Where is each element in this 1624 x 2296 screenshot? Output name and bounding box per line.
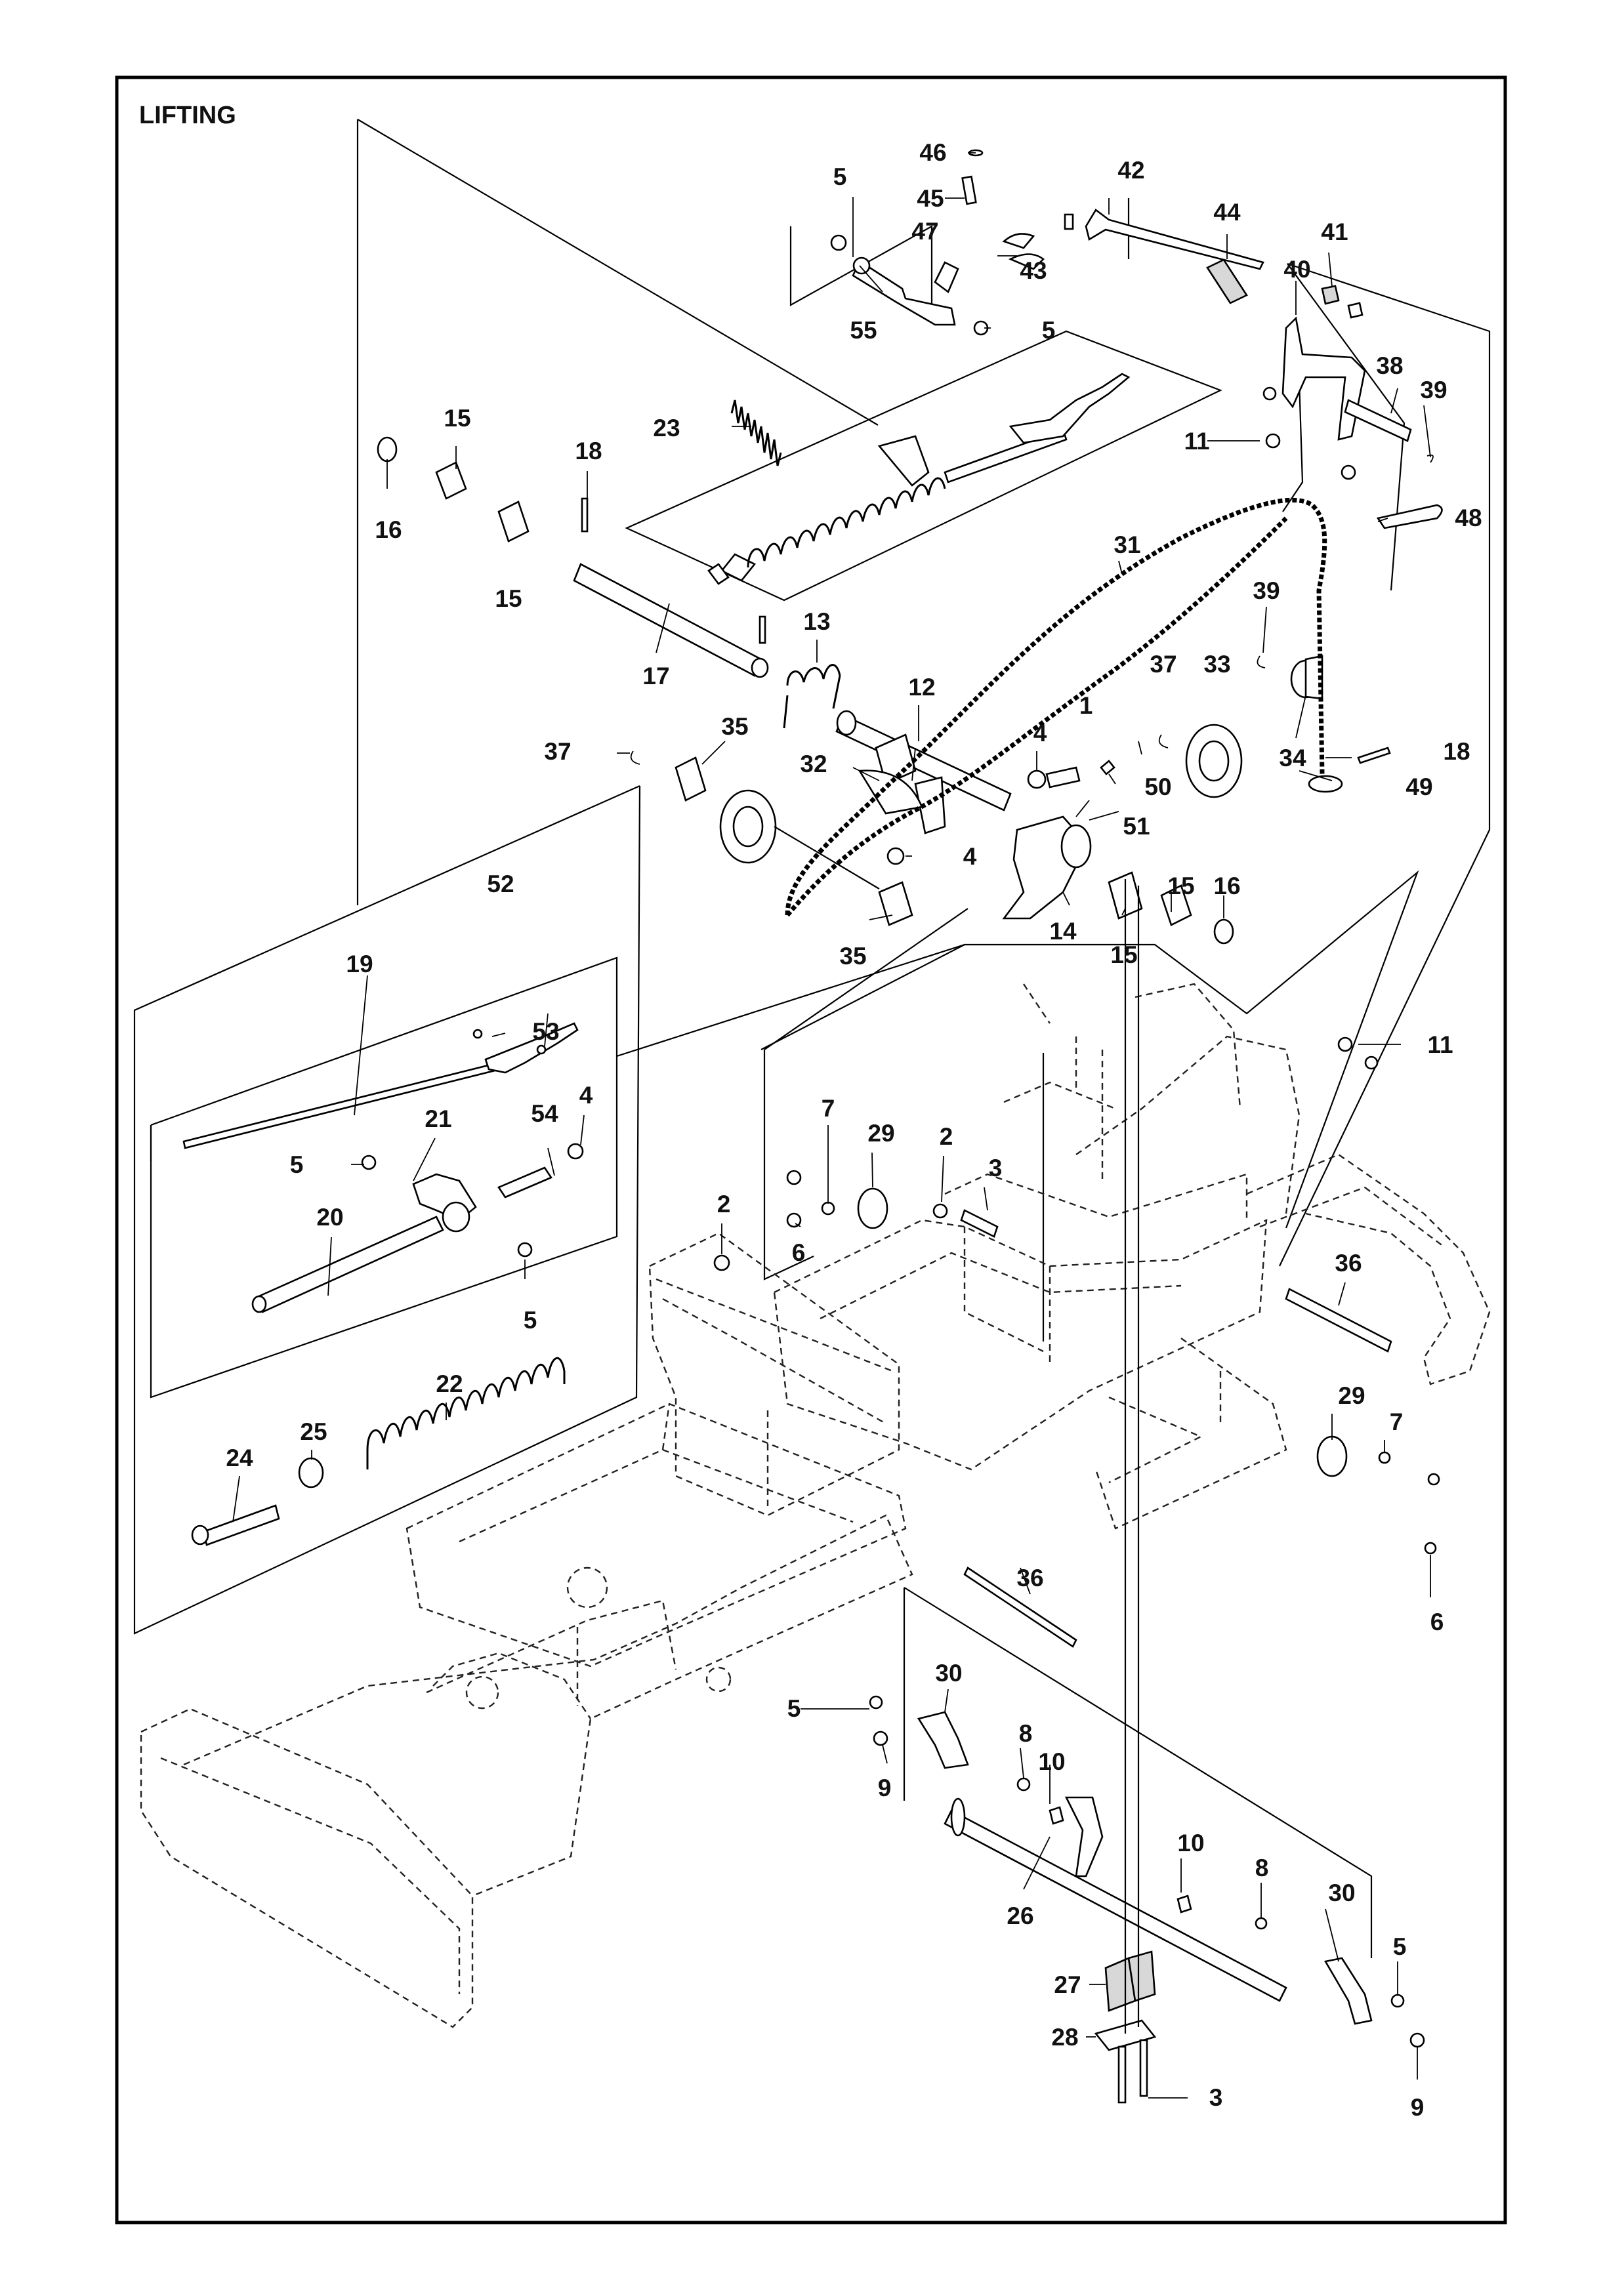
callout-label: 20 (316, 1204, 343, 1231)
explosion-boundaries (133, 119, 1491, 1958)
callout-label: 35 (839, 943, 866, 970)
callout-label: 34 (1279, 745, 1306, 771)
callout-label: 29 (867, 1120, 894, 1147)
callout-label: 25 (300, 1418, 327, 1445)
callout-label: 6 (792, 1239, 806, 1266)
callout-label: 16 (1213, 872, 1240, 899)
callout-label: 46 (919, 139, 946, 166)
diagram-title: LIFTING (139, 102, 236, 129)
callout-label: 36 (1016, 1565, 1043, 1591)
callout-label: 8 (1019, 1720, 1033, 1747)
callout-label: 31 (1114, 531, 1140, 558)
callout-label: 30 (1328, 1879, 1355, 1906)
callout-label: 45 (917, 185, 944, 212)
callout-label: 6 (1430, 1609, 1444, 1635)
callout-label: 42 (1117, 157, 1144, 184)
callout-label: 40 (1283, 256, 1310, 283)
callout-label: 41 (1321, 218, 1348, 245)
callout-label: 1 (1079, 692, 1093, 719)
callout-label: 50 (1144, 773, 1171, 800)
callout-label: 43 (1020, 257, 1047, 284)
callout-label: 15 (495, 585, 522, 612)
callout-label: 39 (1253, 577, 1280, 604)
callout-label: 35 (721, 713, 748, 740)
callout-label: 33 (1203, 651, 1230, 678)
callout-label: 5 (1042, 317, 1056, 344)
callout-label: 39 (1420, 377, 1447, 403)
callout-label: 18 (1443, 738, 1470, 765)
callout-label: 23 (653, 415, 680, 441)
callout-label: 53 (532, 1018, 559, 1045)
callout-label: 28 (1051, 2024, 1078, 2051)
callout-label: 5 (290, 1151, 304, 1178)
callout-label: 9 (1411, 2094, 1425, 2121)
callout-label: 15 (1167, 872, 1194, 899)
callout-label: 38 (1376, 352, 1403, 379)
callout-label: 9 (878, 1774, 892, 1801)
callout-label: 3 (989, 1155, 1003, 1181)
callout-label: 10 (1177, 1830, 1204, 1856)
callouts: 46 5 45 42 47 44 41 40 43 55 5 38 39 23 … (226, 139, 1482, 2121)
callout-label: 18 (575, 438, 602, 464)
callout-label: 4 (1033, 720, 1047, 747)
callout-label: 11 (1184, 428, 1209, 455)
callout-label: 2 (717, 1191, 731, 1218)
callout-label: 47 (911, 218, 938, 245)
callout-label: 3 (1209, 2084, 1223, 2111)
callout-label: 4 (963, 843, 977, 870)
callout-label: 37 (1150, 651, 1176, 678)
callout-label: 15 (1110, 941, 1137, 968)
callout-label: 13 (803, 608, 830, 635)
callout-label: 36 (1335, 1250, 1362, 1277)
callout-label: 5 (1393, 1933, 1407, 1960)
callout-label: 5 (524, 1307, 537, 1334)
callout-label: 16 (375, 516, 402, 543)
leader-lines (232, 152, 1431, 2099)
callout-label: 17 (642, 663, 669, 689)
callout-label: 37 (544, 738, 571, 765)
callout-label: 48 (1455, 504, 1482, 531)
callout-label: 4 (579, 1082, 593, 1109)
callout-label: 5 (833, 163, 847, 190)
tractor-frame-outline (140, 983, 1491, 2028)
parts (182, 149, 1443, 2104)
callout-label: 26 (1007, 1902, 1033, 1929)
callout-label: 24 (226, 1445, 253, 1471)
callout-label: 2 (940, 1123, 953, 1150)
callout-label: 30 (935, 1660, 962, 1687)
callout-label: 27 (1054, 1971, 1081, 1998)
callout-label: 7 (822, 1095, 835, 1122)
callout-label: 7 (1390, 1408, 1404, 1435)
callout-label: 51 (1123, 813, 1150, 840)
callout-label: 22 (436, 1370, 463, 1397)
callout-label: 10 (1038, 1748, 1065, 1775)
callout-label: 52 (487, 871, 514, 897)
drawing-frame (115, 75, 1507, 2224)
callout-label: 32 (800, 750, 827, 777)
callout-label: 29 (1338, 1382, 1365, 1409)
callout-label: 8 (1255, 1855, 1269, 1881)
callout-label: 44 (1213, 199, 1241, 226)
callout-label: 12 (908, 674, 935, 701)
callout-label: 19 (346, 951, 373, 977)
callout-label: 55 (850, 317, 877, 344)
callout-label: 49 (1405, 773, 1432, 800)
callout-label: 21 (425, 1105, 451, 1132)
callout-label: 11 (1427, 1031, 1453, 1058)
callout-label: 54 (531, 1100, 558, 1127)
callout-label: 14 (1049, 918, 1077, 945)
callout-label: 5 (787, 1695, 801, 1722)
callout-label: 15 (444, 405, 470, 432)
